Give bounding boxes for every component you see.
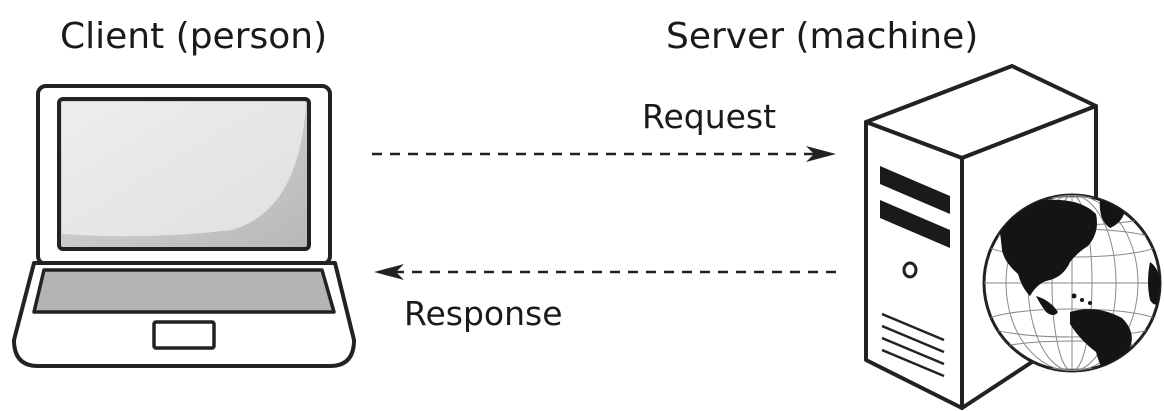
laptop-icon	[12, 84, 356, 368]
server-vents	[881, 312, 945, 378]
laptop-trackpad	[152, 320, 216, 350]
drive-bay-1	[880, 166, 950, 214]
server-label: Server (machine)	[666, 16, 978, 57]
response-arrow	[374, 264, 838, 280]
client-label: Client (person)	[60, 16, 327, 57]
request-arrow	[372, 146, 836, 162]
screen-glare	[62, 102, 306, 237]
power-button	[902, 261, 918, 279]
request-label: Request	[642, 97, 776, 136]
response-label: Response	[404, 294, 563, 333]
drive-bay-2	[880, 200, 950, 248]
laptop-keyboard	[32, 268, 336, 314]
globe-icon	[982, 193, 1162, 373]
